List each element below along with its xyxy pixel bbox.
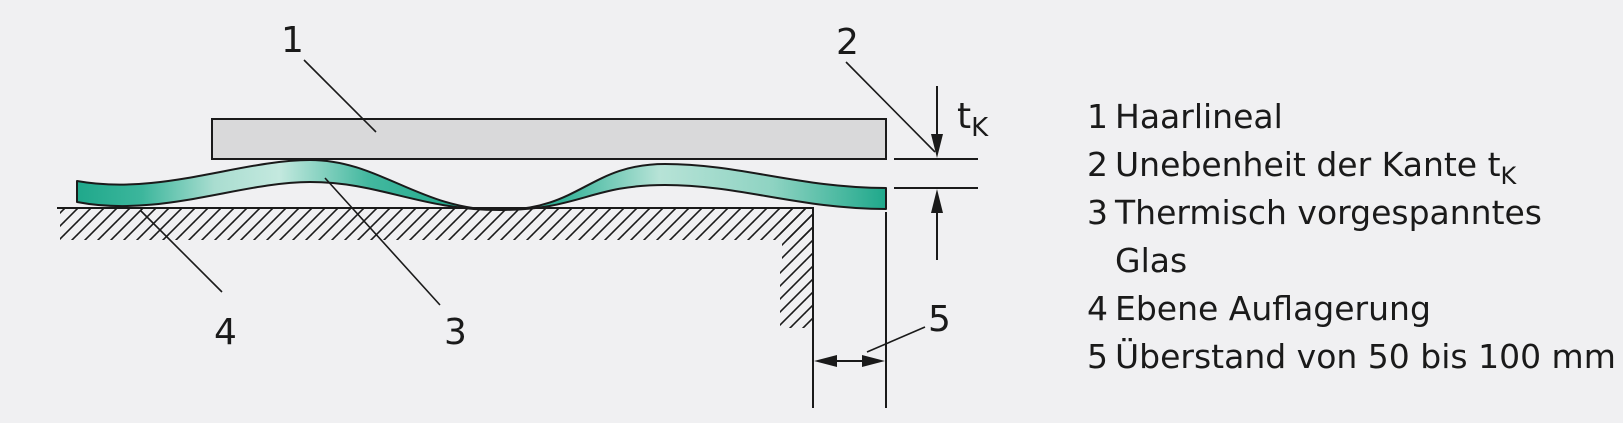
legend-text: Ebene Auflagerung <box>1115 285 1431 333</box>
legend-number: 4 <box>1087 289 1108 328</box>
legend-number <box>1087 237 1115 285</box>
legend-number: 1 <box>1087 97 1108 136</box>
straightedge <box>211 118 887 160</box>
legend-text: Glas <box>1115 237 1187 285</box>
legend-label: Glas <box>1115 241 1188 280</box>
support-base <box>40 200 824 330</box>
callout-1: 1 <box>281 20 304 61</box>
callout-3: 3 <box>444 312 467 353</box>
legend-item: Glas <box>1087 237 1616 285</box>
legend-text: Haarlineal <box>1115 93 1283 141</box>
tk-label: tK <box>957 96 989 143</box>
callout-4: 4 <box>214 312 237 353</box>
legend-label: Thermisch vorgespanntes <box>1115 193 1543 232</box>
legend-subscript: K <box>1500 162 1517 190</box>
legend-number: 5 <box>1087 337 1108 376</box>
legend-label: Ebene Auflagerung <box>1115 289 1431 328</box>
legend-label: Überstand von 50 bis 100 mm <box>1115 337 1616 376</box>
legend-label: Unebenheit der Kante t <box>1115 145 1501 184</box>
tempered-glass <box>76 159 887 211</box>
overhang-dimension <box>814 355 885 367</box>
legend-number: 3 <box>1087 193 1108 232</box>
legend-text: Überstand von 50 bis 100 mm <box>1115 333 1616 381</box>
flatness-dimension <box>894 86 978 260</box>
legend-text: Unebenheit der Kante tK <box>1115 141 1516 189</box>
legend-text: Thermisch vorgespanntes <box>1115 189 1542 237</box>
leader-lines <box>139 59 936 353</box>
callout-5: 5 <box>928 299 951 340</box>
callout-2: 2 <box>836 22 859 63</box>
legend-label: Haarlineal <box>1115 97 1283 136</box>
legend-number: 2 <box>1087 145 1108 184</box>
